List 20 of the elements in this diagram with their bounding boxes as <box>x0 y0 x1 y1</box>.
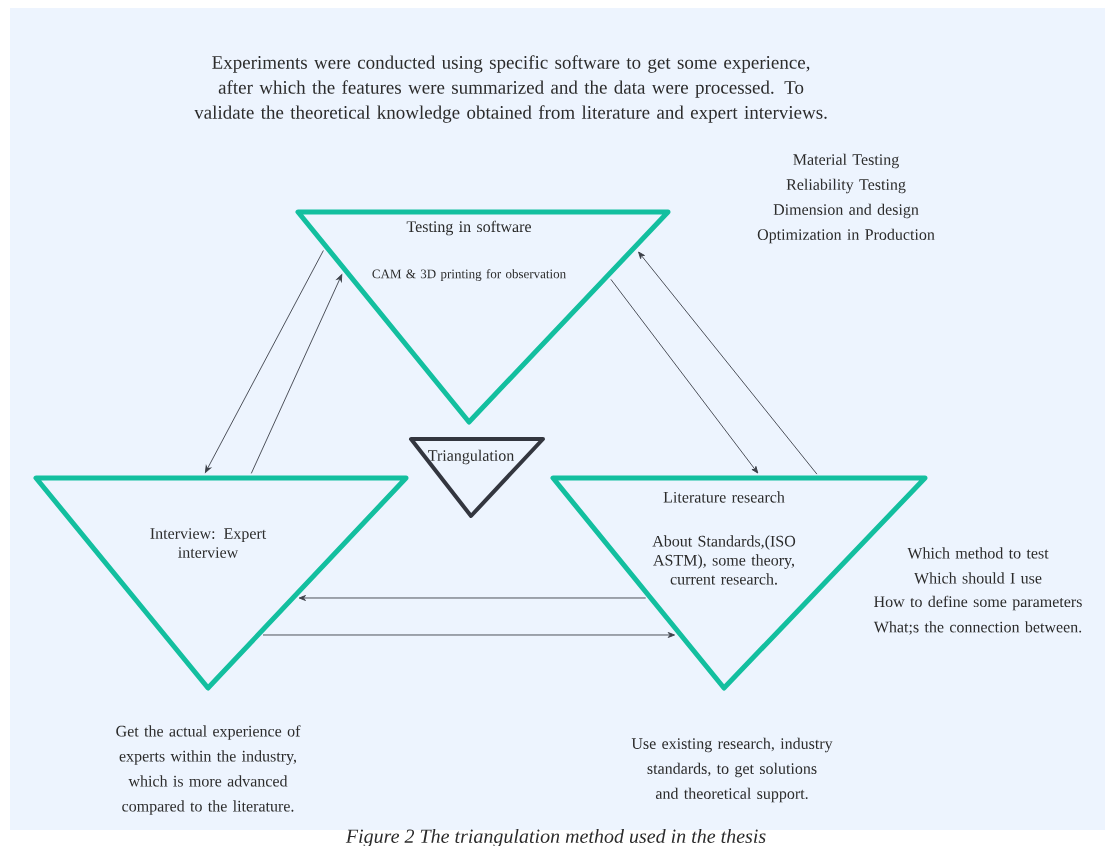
title-text: Experiments were conducted using specific software to get some experience, after which the features were summarized and the data were processed. To validate the theoretical knowledge obtained from literature and expert interviews. <box>194 55 827 123</box>
triangle: Triangulation <box>409 437 545 518</box>
arrow <box>638 251 818 475</box>
note-text: How to define some parameters <box>874 595 1082 611</box>
note-text: Material Testing <box>793 153 899 169</box>
arrow <box>250 274 343 474</box>
note-text: Which method to test <box>907 547 1049 559</box>
arrow <box>298 595 647 601</box>
note-text: Dimension and design <box>773 203 919 219</box>
note-text: Optimization in Production <box>757 228 935 244</box>
note-text: Which should I use <box>914 572 1042 584</box>
note-text: What;s the connection between. <box>873 621 1082 635</box>
note-text: Use existing research, industry standards, to get solutions and theoretical support. <box>631 737 833 803</box>
triangle: Interview: Expert interview <box>33 475 409 691</box>
note-text: Reliability Testing <box>786 178 906 194</box>
arrow <box>204 250 324 473</box>
triangle: Testing in software CAM & 3D printing for observation <box>295 209 671 425</box>
arrow <box>262 632 675 638</box>
note-text: Get the actual experience of experts within the industry, which is more advanced compared to the literature. <box>116 725 301 815</box>
arrow <box>610 278 759 474</box>
